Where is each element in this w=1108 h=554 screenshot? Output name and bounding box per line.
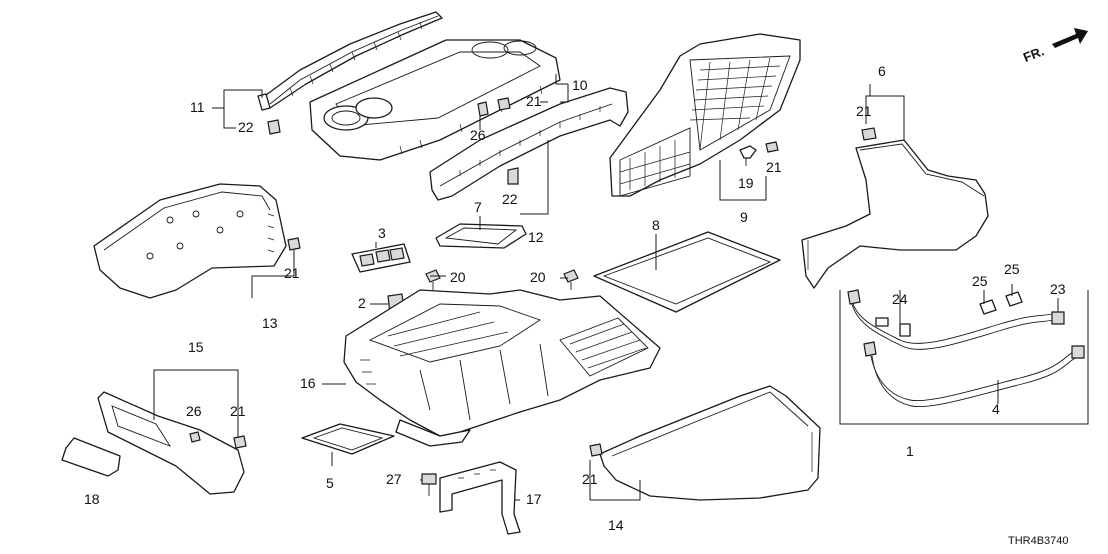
callout-20: 20 bbox=[450, 269, 466, 285]
part-4-wire-harness bbox=[847, 289, 1085, 408]
callout-23: 23 bbox=[1050, 281, 1066, 297]
callout-7: 7 bbox=[474, 199, 482, 215]
callout-16: 16 bbox=[300, 375, 316, 391]
part-10-upper-console-panel bbox=[309, 39, 561, 161]
harness-group-bracket bbox=[839, 290, 1089, 425]
callout-18: 18 bbox=[84, 491, 100, 507]
callout-24: 24 bbox=[892, 291, 908, 307]
callout-19: 19 bbox=[738, 175, 754, 191]
part-8-console-mat bbox=[593, 231, 781, 313]
callout-17: 17 bbox=[526, 491, 542, 507]
callout-26: 26 bbox=[186, 403, 202, 419]
part-11-upper-trim-strip bbox=[257, 11, 443, 111]
callout-25: 25 bbox=[972, 273, 988, 289]
callout-2: 2 bbox=[358, 295, 366, 311]
callout-26: 26 bbox=[470, 127, 486, 143]
front-direction-indicator: FR. bbox=[1021, 28, 1088, 65]
callout-10: 10 bbox=[572, 77, 588, 93]
callout-21: 21 bbox=[284, 265, 300, 281]
part-21-clips bbox=[497, 97, 877, 141]
callout-22: 22 bbox=[502, 191, 518, 207]
callout-9: 9 bbox=[740, 209, 748, 225]
callout-3: 3 bbox=[378, 225, 386, 241]
part-15-front-panel bbox=[97, 391, 247, 495]
part-14-right-lower-cover bbox=[589, 385, 821, 501]
leader-lines bbox=[153, 74, 1059, 501]
callout-14: 14 bbox=[608, 517, 624, 533]
front-arrow-icon bbox=[1052, 28, 1088, 48]
part-27-bolt bbox=[421, 473, 437, 496]
callout-20: 20 bbox=[530, 269, 546, 285]
callout-22: 22 bbox=[238, 119, 254, 135]
part-9-side-lower-panel bbox=[609, 33, 801, 197]
callout-15: 15 bbox=[188, 339, 204, 355]
callout-21: 21 bbox=[526, 93, 542, 109]
callout-27: 27 bbox=[386, 471, 402, 487]
part-26-clips bbox=[477, 101, 489, 117]
callout-11: 11 bbox=[190, 99, 205, 115]
front-direction-label: FR. bbox=[1021, 43, 1046, 65]
part-6-right-side-panel bbox=[801, 139, 989, 289]
callout-12: 12 bbox=[528, 229, 544, 245]
part-18-cover bbox=[61, 437, 121, 477]
part-17-bracket bbox=[439, 461, 521, 535]
part-5-pad bbox=[301, 423, 395, 455]
callout-13: 13 bbox=[262, 315, 278, 331]
callout-21: 21 bbox=[766, 159, 782, 175]
callout-21: 21 bbox=[230, 403, 246, 419]
part-16-console-body bbox=[343, 289, 661, 447]
callout-6: 6 bbox=[878, 63, 886, 79]
part-20-screws bbox=[425, 269, 579, 290]
callout-21: 21 bbox=[856, 103, 872, 119]
part-7-pocket-tray bbox=[435, 223, 527, 249]
callout-8: 8 bbox=[652, 217, 660, 233]
callout-1: 1 bbox=[906, 443, 914, 459]
callout-25: 25 bbox=[1004, 261, 1020, 277]
callout-5: 5 bbox=[326, 475, 334, 491]
callout-21: 21 bbox=[582, 471, 598, 487]
part-13-left-side-panel bbox=[93, 183, 301, 299]
part-22-clips bbox=[267, 119, 519, 185]
callout-4: 4 bbox=[992, 401, 1000, 417]
part-3-switch-panel bbox=[351, 243, 411, 273]
figure-code: THR4B3740 bbox=[1008, 535, 1069, 547]
